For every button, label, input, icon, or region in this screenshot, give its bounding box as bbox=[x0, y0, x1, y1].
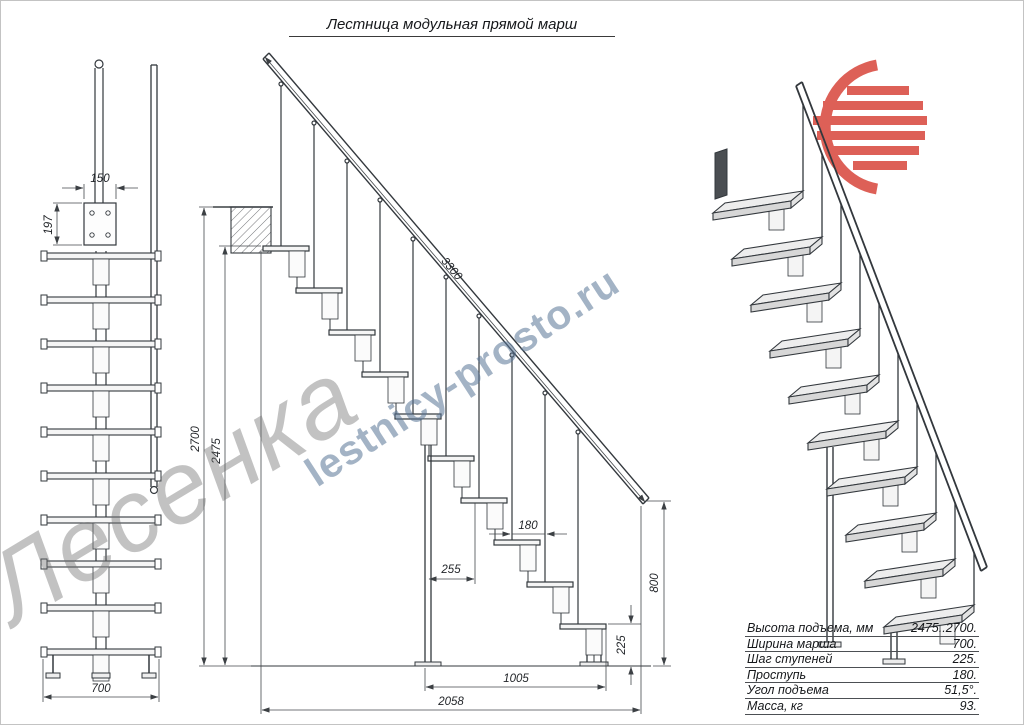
dim-module-offset: 255 bbox=[440, 564, 461, 576]
dim-total-height: 2700 bbox=[190, 426, 202, 453]
dim-support-span: 1005 bbox=[503, 673, 529, 685]
spec-value: 225. bbox=[952, 652, 977, 667]
spec-value: 51,5°. bbox=[944, 683, 977, 698]
spec-row: Ширина марша 700. bbox=[745, 637, 979, 653]
side-dimensions bbox=[199, 56, 671, 714]
spec-value: 2475..2700. bbox=[910, 621, 977, 635]
spec-label: Проступь bbox=[747, 667, 807, 682]
dim-support-height: 800 bbox=[649, 573, 661, 593]
iso-balusters bbox=[802, 104, 975, 605]
spec-row: Высота подъема, мм 2475..2700. bbox=[745, 621, 979, 637]
dim-bracket-width: 150 bbox=[90, 173, 110, 185]
dim-rise-height: 2475 bbox=[211, 438, 223, 465]
page-title: Лестница модульная прямой марш bbox=[289, 16, 615, 37]
spec-row: Проступь 180. bbox=[745, 668, 979, 684]
logo-swoosh bbox=[819, 59, 879, 195]
spec-row: Угол подъема 51,5°. bbox=[745, 683, 979, 699]
handrail-end-cap bbox=[149, 485, 159, 495]
spec-label: Ширина марша bbox=[747, 636, 837, 651]
dim-march-width: 700 bbox=[91, 683, 111, 695]
dim-step-rise: 225 bbox=[616, 635, 628, 656]
iso-wall-plate bbox=[714, 148, 728, 200]
spec-value: 93. bbox=[959, 698, 977, 713]
spec-row: Масса, кг 93. bbox=[745, 699, 979, 715]
wall-bracket bbox=[83, 202, 117, 246]
front-steps bbox=[40, 250, 162, 682]
isometric-view bbox=[712, 81, 988, 665]
front-dimensions bbox=[42, 184, 160, 702]
dim-tread-depth: 180 bbox=[518, 520, 538, 532]
spec-label: Масса, кг bbox=[747, 698, 803, 713]
spec-value: 180. bbox=[952, 667, 977, 682]
brand-logo bbox=[813, 59, 927, 195]
side-treads bbox=[262, 245, 607, 667]
iso-treads bbox=[712, 190, 975, 645]
spec-label: Угол подъема bbox=[747, 683, 829, 698]
spec-row: Шаг ступеней 225. bbox=[745, 652, 979, 668]
front-view bbox=[40, 59, 162, 682]
spec-value: 700. bbox=[952, 636, 977, 651]
spec-table: Высота подъема, мм 2475..2700. Ширина ма… bbox=[745, 621, 979, 715]
side-view bbox=[213, 52, 651, 667]
spec-label: Высота подъема, мм bbox=[747, 621, 874, 635]
dim-bracket-height: 197 bbox=[43, 215, 55, 235]
spec-label: Шаг ступеней bbox=[747, 652, 833, 667]
dim-total-run: 2058 bbox=[437, 696, 464, 708]
